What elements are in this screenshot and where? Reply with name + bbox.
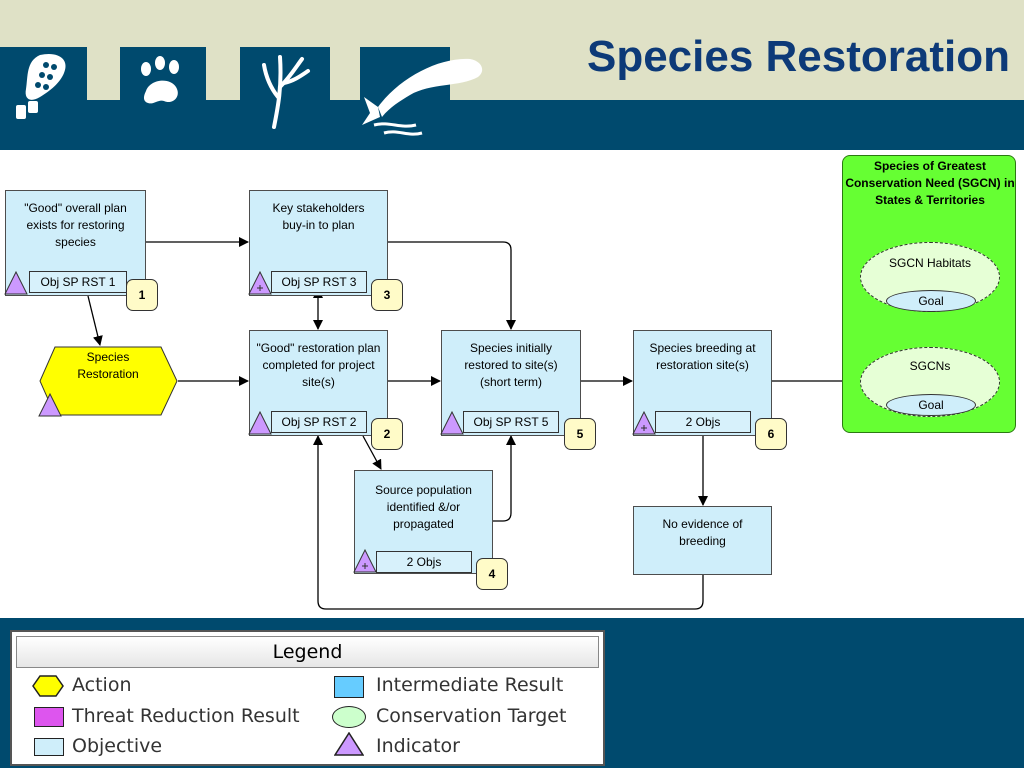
arrow-plan-to-action bbox=[87, 295, 103, 346]
objective-good-overall-plan[interactable]: "Good" overall plan exists for restoring… bbox=[5, 190, 146, 296]
node-number-badge: 4 bbox=[476, 558, 508, 590]
node-number-badge: 2 bbox=[371, 418, 403, 450]
fish-icon bbox=[362, 58, 483, 136]
legend-threat-reduction: Threat Reduction Result bbox=[72, 705, 300, 727]
objective-label: 2 Objs bbox=[376, 551, 472, 573]
action-species-restoration-shape[interactable] bbox=[39, 346, 179, 416]
legend-action: Action bbox=[72, 674, 132, 696]
objective-label: 2 Objs bbox=[655, 411, 751, 433]
paw-tile bbox=[120, 47, 206, 104]
target-swatch-icon bbox=[332, 706, 366, 728]
page-title: Species Restoration bbox=[586, 32, 1010, 81]
node-number-badge: 6 bbox=[755, 418, 787, 450]
plant-tile bbox=[240, 47, 330, 129]
legend-objective: Objective bbox=[72, 735, 163, 757]
objective-species-breeding[interactable]: Species breeding at restoration site(s) … bbox=[633, 330, 772, 436]
fish-tile bbox=[360, 47, 483, 136]
node-text: No evidence of breeding bbox=[662, 517, 743, 548]
node-text: Species initially restored to site(s) (s… bbox=[464, 341, 558, 389]
result-no-evidence-of-breeding[interactable]: No evidence of breeding bbox=[633, 506, 772, 575]
node-number-badge: 5 bbox=[564, 418, 596, 450]
node-text: Species breeding at restoration site(s) bbox=[649, 341, 756, 372]
objective-label: Obj SP RST 5 bbox=[463, 411, 559, 433]
arrow-source-to-restored bbox=[493, 435, 516, 522]
node-text: Key stakeholders buy-in to plan bbox=[272, 201, 365, 232]
footprint-tile bbox=[0, 47, 87, 119]
arrow-restoration-plan-to-source bbox=[362, 435, 382, 470]
arrow-no-evidence-loop bbox=[313, 435, 704, 610]
intermediate-swatch-icon bbox=[334, 676, 364, 698]
plant-icon bbox=[262, 55, 310, 129]
node-text: "Good" overall plan exists for restoring… bbox=[24, 201, 127, 249]
indicator-icon bbox=[334, 732, 364, 756]
legend-conservation-target: Conservation Target bbox=[376, 705, 567, 727]
node-number-badge: 1 bbox=[126, 279, 158, 311]
action-label: Species Restoration bbox=[77, 350, 139, 381]
objective-label: Obj SP RST 2 bbox=[271, 411, 367, 433]
threat-swatch-icon bbox=[34, 707, 64, 727]
header-bar bbox=[0, 100, 1024, 150]
arrow-stakeholders-to-restored bbox=[388, 241, 516, 330]
hexagon-icon bbox=[32, 675, 64, 697]
objective-species-restored[interactable]: Species initially restored to site(s) (s… bbox=[441, 330, 581, 436]
legend: Legend Action Threat Reduction Result Ob… bbox=[10, 630, 605, 766]
target-label: SGCN Habitats bbox=[888, 256, 972, 270]
objective-label: Obj SP RST 3 bbox=[271, 271, 367, 293]
node-text: "Good" restoration plan completed for pr… bbox=[256, 341, 381, 389]
node-number-badge: 3 bbox=[371, 279, 403, 311]
legend-title: Legend bbox=[16, 636, 599, 668]
legend-indicator: Indicator bbox=[376, 735, 460, 757]
goal-badge: Goal bbox=[886, 290, 976, 312]
objective-stakeholder-buy-in[interactable]: Key stakeholders buy-in to plan Obj SP R… bbox=[249, 190, 388, 296]
goal-badge: Goal bbox=[886, 394, 976, 416]
target-label: SGCNs bbox=[909, 359, 951, 373]
footprint-icon bbox=[16, 53, 66, 119]
objective-swatch-icon bbox=[34, 738, 64, 756]
objective-restoration-plan[interactable]: "Good" restoration plan completed for pr… bbox=[249, 330, 388, 436]
legend-intermediate-result: Intermediate Result bbox=[376, 674, 564, 696]
objective-source-population[interactable]: Source population identified &/or propag… bbox=[354, 470, 493, 574]
objective-label: Obj SP RST 1 bbox=[29, 271, 127, 293]
paw-print-icon bbox=[141, 56, 179, 104]
node-text: Source population identified &/or propag… bbox=[375, 483, 472, 531]
sgcn-panel-title: Species of Greatest Conservation Need (S… bbox=[845, 159, 1015, 207]
